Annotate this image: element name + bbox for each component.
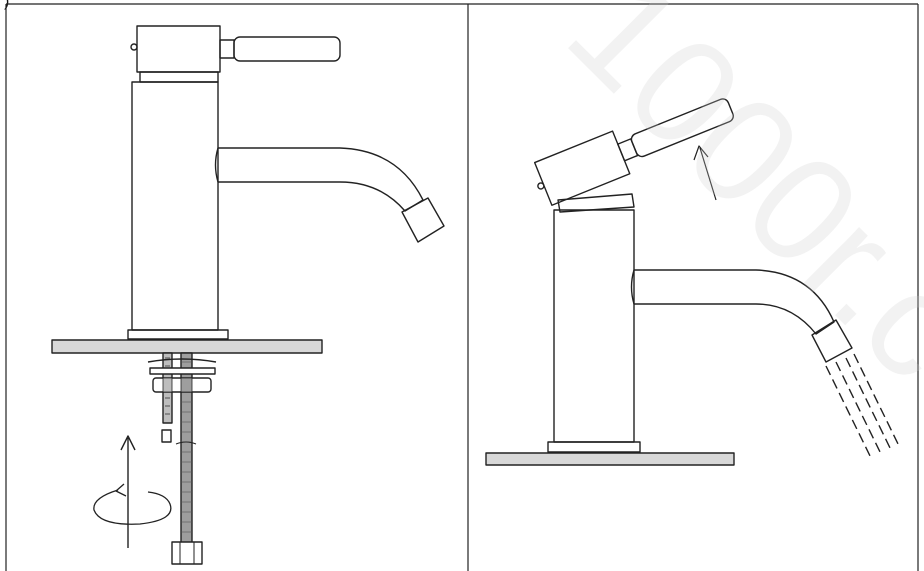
lever-screw	[130, 43, 138, 51]
tilted-lever-handle	[630, 98, 734, 158]
tap-body	[131, 81, 219, 331]
lift-arrow	[699, 147, 717, 201]
tap-body-right	[553, 209, 635, 443]
base-ring-right	[547, 441, 641, 453]
base-ring	[127, 329, 229, 340]
rod-nut	[161, 429, 172, 443]
hose-nut	[171, 541, 203, 565]
aerator	[401, 197, 445, 243]
operation-panel	[485, 98, 901, 466]
tilted-collar	[557, 193, 635, 213]
collar	[139, 71, 219, 83]
table-frame	[5, 3, 919, 571]
lever-handle	[233, 36, 341, 62]
lever-neck	[219, 39, 235, 59]
countertop	[51, 339, 323, 354]
svg-text:1000r.com: 1000r.com	[537, 0, 924, 558]
installation-panel	[51, 25, 445, 565]
watermark: 1000r.com	[537, 0, 924, 558]
rotate-arrow	[93, 489, 172, 525]
aerator-right	[811, 319, 853, 363]
fixing-washer	[149, 367, 216, 375]
lever-body	[136, 25, 221, 73]
caption-fragment: )	[4, 0, 10, 10]
countertop-right	[485, 452, 735, 466]
tilted-lever-body	[533, 130, 631, 206]
water-stream	[825, 353, 901, 461]
spout	[218, 147, 424, 212]
